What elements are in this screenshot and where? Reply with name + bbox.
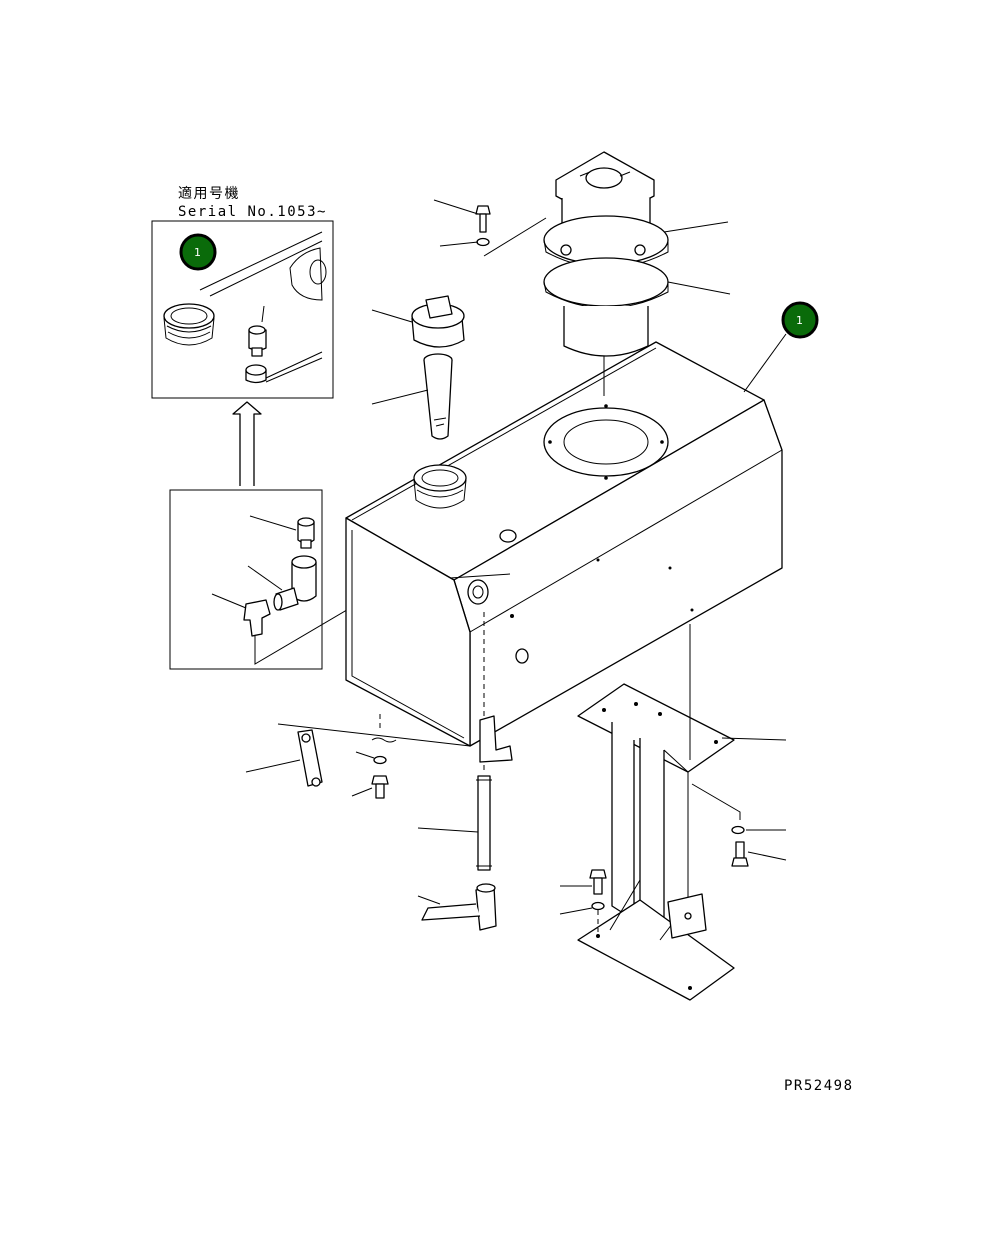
- filler-cap: [371, 295, 465, 348]
- stand-bolt: [731, 841, 787, 867]
- cover-bolt: [433, 199, 491, 233]
- inset-nut: [245, 351, 323, 384]
- inset-detail-lower: [169, 489, 501, 670]
- stand-washer: [731, 825, 786, 835]
- filler-strainer: [371, 353, 453, 440]
- callout-bubble-inset[interactable]: 1: [179, 233, 217, 271]
- applicable-serial-jp-label: 適用号機: [178, 185, 240, 202]
- hydraulic-tank: [345, 341, 783, 747]
- cover-washer: [439, 217, 547, 257]
- serial-number-label: Serial No.1053~: [178, 204, 327, 220]
- return-filter-assembly: [543, 151, 731, 396]
- filler-neck-ring: [163, 303, 215, 346]
- lower-washer: [355, 751, 387, 765]
- tank-filler-neck: [413, 464, 467, 509]
- inset-detail-upper: [151, 220, 334, 399]
- drain-cock: [417, 883, 497, 931]
- callout-bubble-tank[interactable]: 1: [743, 301, 819, 393]
- up-arrow-icon: [232, 401, 262, 486]
- drawing-code: PR52498: [784, 1078, 854, 1094]
- drain-valve-bracket: [479, 715, 513, 763]
- drain-pipe: [417, 775, 492, 871]
- callout-number: 1: [194, 246, 201, 259]
- base-washer: [559, 901, 605, 932]
- base-bolt: [560, 869, 607, 895]
- inset-plug: [248, 305, 267, 357]
- tank-stand: [577, 624, 787, 1001]
- lower-bolt: [351, 775, 389, 799]
- lower-bracket: [245, 723, 471, 787]
- callout-number: 1: [796, 314, 803, 327]
